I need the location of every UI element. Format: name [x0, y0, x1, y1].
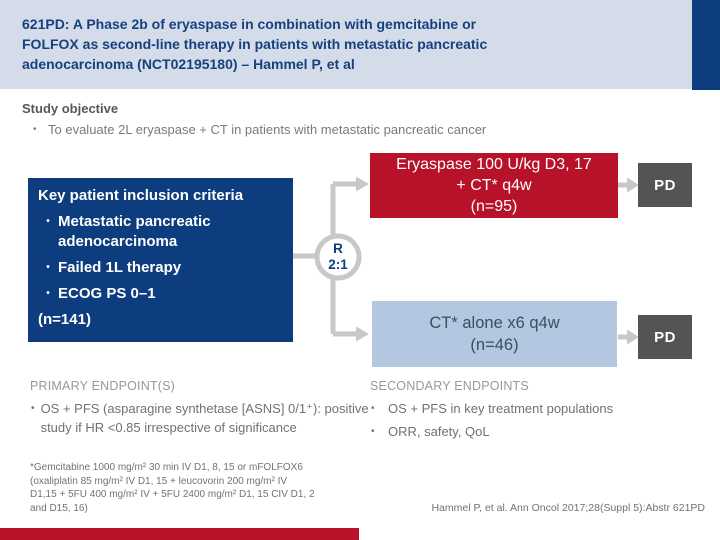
footnote-line: (oxaliplatin 85 mg/m² IV D1, 15 + leucov… [30, 475, 288, 487]
pd-box-control: PD [638, 315, 692, 359]
footnote-line: D1,15 + 5FU 400 mg/m² IV + 5FU 2400 mg/m… [30, 489, 315, 501]
bullet-icon: • [31, 403, 35, 414]
arrowhead-icon [356, 176, 369, 192]
secondary-endpoints-heading: SECONDARY ENDPOINTS [370, 379, 529, 393]
footnote: *Gemcitabine 1000 mg/m² 30 min IV D1, 8,… [30, 461, 390, 515]
arm-experimental-box: Eryaspase 100 U/kg D3, 17 + CT* q4w (n=9… [370, 153, 618, 218]
header-bar [0, 0, 720, 89]
arm-control-box: CT* alone x6 q4w (n=46) [372, 301, 617, 367]
bullet-icon: • [46, 262, 50, 273]
slide-title-line: 621PD: A Phase 2b of eryaspase in combin… [22, 16, 477, 32]
arm-control-line: CT* alone x6 q4w [429, 314, 560, 332]
randomization-label: R 2:1 [318, 241, 358, 273]
inclusion-criterion-text: ECOG PS 0–1 [58, 285, 156, 302]
arm-experimental-line: + CT* q4w [456, 177, 532, 194]
primary-endpoint-text: OS + PFS (asparagine synthetase [ASNS] 0… [40, 401, 369, 435]
bullet-icon: • [371, 426, 375, 437]
secondary-endpoint-text: OS + PFS in key treatment populations [388, 401, 614, 416]
study-objective-bullet: • To evaluate 2L eryaspase + CT in patie… [33, 121, 653, 139]
bullet-icon: • [46, 216, 50, 227]
bullet-icon: • [46, 288, 50, 299]
inclusion-criterion-text: Failed 1L therapy [58, 259, 182, 276]
bullet-icon: • [371, 403, 375, 414]
slide-title: 621PD: A Phase 2b of eryaspase in combin… [22, 14, 662, 74]
secondary-endpoint-item: • ORR, safety, QoL [371, 423, 701, 442]
arrowhead-icon [356, 326, 369, 342]
arm-experimental-n: (n=95) [470, 198, 518, 215]
slide-title-line: FOLFOX as second-line therapy in patient… [22, 36, 488, 52]
primary-endpoint-item: • OS + PFS (asparagine synthetase [ASNS]… [31, 400, 371, 437]
inclusion-n-label: (n=141) [38, 311, 91, 328]
citation-reference: Hammel P, et al. Ann Oncol 2017;28(Suppl… [431, 502, 705, 514]
arm-control-n: (n=46) [470, 336, 519, 354]
randomization-ratio: 2:1 [328, 257, 348, 272]
footnote-line: *Gemcitabine 1000 mg/m² 30 min IV D1, 8,… [30, 462, 303, 473]
arm-experimental-line: Eryaspase 100 U/kg D3, 17 [396, 156, 592, 173]
inclusion-criteria-box: Key patient inclusion criteria • Metasta… [28, 178, 293, 342]
study-objective-heading: Study objective [22, 101, 119, 116]
primary-endpoints-heading: PRIMARY ENDPOINT(S) [30, 379, 176, 393]
header-accent-bar [692, 0, 720, 90]
randomization-letter: R [333, 241, 343, 256]
footnote-line: and D15, 16) [30, 502, 88, 514]
secondary-endpoint-text: ORR, safety, QoL [388, 424, 490, 439]
pd-box-experimental: PD [638, 163, 692, 207]
inclusion-criterion-text: Metastatic pancreatic adenocarcinoma [58, 213, 211, 250]
bottom-accent-bar [0, 528, 359, 540]
secondary-endpoint-item: • OS + PFS in key treatment populations [371, 400, 701, 419]
inclusion-criterion: • Metastatic pancreatic adenocarcinoma [38, 212, 283, 252]
study-objective-text: To evaluate 2L eryaspase + CT in patient… [48, 122, 487, 137]
bullet-icon: • [33, 124, 37, 135]
inclusion-criterion: • ECOG PS 0–1 [38, 284, 283, 304]
slide-title-line: adenocarcinoma (NCT02195180) – Hammel P,… [22, 56, 355, 72]
inclusion-criteria-heading: Key patient inclusion criteria [38, 187, 244, 204]
inclusion-criterion: • Failed 1L therapy [38, 258, 283, 278]
